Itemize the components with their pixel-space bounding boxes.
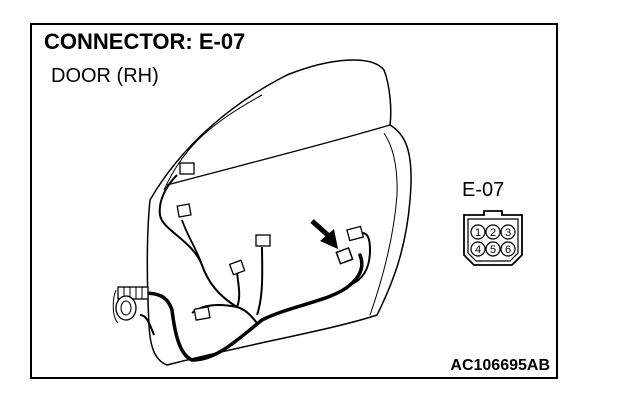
- harness-branch-6: [349, 232, 372, 286]
- inner-panel-edge: [369, 132, 398, 316]
- harness-connector-b: [176, 203, 192, 218]
- harness-main: [140, 253, 364, 362]
- diagram-frame: CONNECTOR: E-07 DOOR (RH) E-07 AC106695A…: [30, 23, 558, 379]
- grommet-boot: [112, 286, 149, 324]
- pointer-arrow: [310, 219, 338, 249]
- pin-label-4: 4: [475, 244, 481, 256]
- pin-label-3: 3: [505, 227, 511, 239]
- harness-connector-f: [346, 225, 365, 242]
- harness-connector-d: [228, 259, 246, 276]
- connector-title: CONNECTOR: E-07: [44, 29, 246, 54]
- connector-label: E-07: [462, 179, 505, 201]
- harness-branch-4: [158, 174, 238, 308]
- pin-2: 2: [485, 224, 501, 240]
- pin-5: 5: [485, 241, 501, 257]
- location-subtitle: DOOR (RH): [51, 65, 159, 87]
- inner-sash: [163, 94, 263, 191]
- pin-4: 4: [470, 241, 486, 257]
- pin-label-5: 5: [490, 244, 496, 256]
- pin-label-1: 1: [475, 227, 481, 239]
- harness-connector-a: [179, 162, 195, 175]
- harness-branch-5: [181, 219, 203, 266]
- door-wiring-illustration: 1 2 3 4 5 6: [112, 59, 523, 366]
- e07-connector-on-harness: [335, 247, 354, 265]
- harness-connector-c: [255, 234, 271, 247]
- harness-connector-e: [193, 306, 211, 321]
- door-outline: [146, 59, 412, 366]
- pin-1: 1: [470, 224, 486, 240]
- pin-3: 3: [500, 224, 516, 240]
- harness-branch-3: [256, 246, 264, 316]
- reference-code: AC106695AB: [450, 357, 550, 374]
- connector-face-e07: 1 2 3 4 5 6: [463, 210, 523, 266]
- pin-label-2: 2: [490, 227, 496, 239]
- pin-label-6: 6: [505, 244, 511, 256]
- window-line: [166, 124, 391, 186]
- harness-branch-2: [236, 269, 241, 308]
- pin-6: 6: [500, 241, 516, 257]
- harness-left-lead: [139, 314, 155, 336]
